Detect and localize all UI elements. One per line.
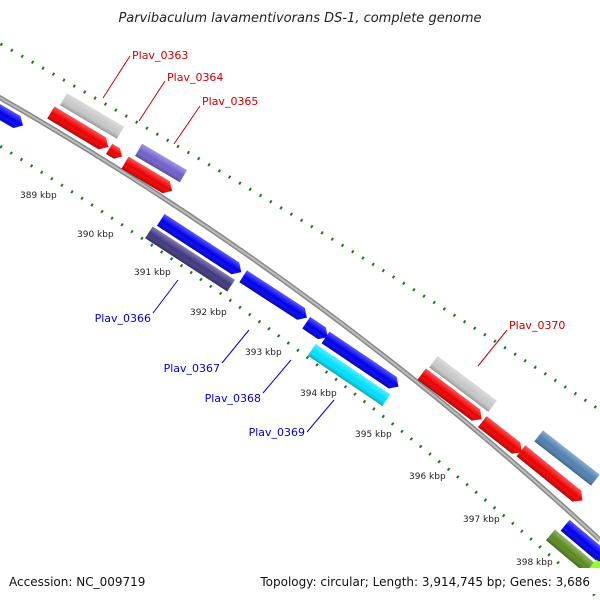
gene-blue-left <box>0 103 23 129</box>
tick-label: 392 kbp <box>190 308 227 318</box>
gene-blue-0366 <box>156 213 242 275</box>
tick-label: 390 kbp <box>77 230 114 240</box>
gene-cyan <box>307 344 391 406</box>
gene-label-reverse: Plav_0368 <box>205 392 261 405</box>
forward-arrow-genes <box>47 106 583 502</box>
reverse-arrow-genes <box>0 103 600 587</box>
forward-genes <box>60 93 600 486</box>
tick-label: 391 kbp <box>134 268 171 278</box>
gene-label-reverse: Plav_0367 <box>164 362 220 375</box>
topology-summary-text: Topology: circular; Length: 3,914,745 bp… <box>259 575 590 589</box>
leader-0367 <box>221 329 250 364</box>
leader-0370 <box>477 329 508 367</box>
footer-backdrop <box>0 568 600 594</box>
gene-label-forward: Plav_0364 <box>167 71 223 84</box>
tick-rings <box>0 41 600 600</box>
gene-label-forward: Plav_0363 <box>132 49 188 62</box>
tick-label: 398 kbp <box>516 558 553 568</box>
tick-label: 393 kbp <box>245 348 282 358</box>
gene-blue-0368 <box>302 316 328 340</box>
outer-tick-ring <box>0 41 600 412</box>
tick-label: 396 kbp <box>409 472 446 482</box>
gene-grey-0363 <box>60 93 124 139</box>
leader-0363 <box>102 55 131 99</box>
gene-steel <box>534 430 600 486</box>
tick-label: 395 kbp <box>355 430 392 440</box>
gene-slate-0365 <box>135 143 187 183</box>
gene-labels: Plav_0363 Plav_0364 Plav_0365 Plav_0370 … <box>95 49 566 439</box>
gene-grey-0370 <box>429 356 497 412</box>
gene-red-0370b <box>477 416 522 454</box>
gene-label-forward: Plav_0370 <box>509 319 565 332</box>
tick-label: 389 kbp <box>20 191 57 201</box>
backbone <box>0 94 600 542</box>
gene-red-0365 <box>121 156 173 194</box>
gene-red-0364 <box>106 143 123 159</box>
gene-red-0370c <box>516 445 583 502</box>
leader-0365 <box>173 105 201 145</box>
gene-blue-right <box>560 519 600 562</box>
gene-blue-0367 <box>239 270 307 320</box>
inner-tick-ring <box>0 144 600 600</box>
map-title: Parvibaculum lavamentivorans DS-1, compl… <box>118 11 481 26</box>
leader-0366 <box>152 279 179 314</box>
accession-text: Accession: NC_009719 <box>9 575 145 589</box>
gene-label-forward: Plav_0365 <box>202 95 258 108</box>
leader-0368 <box>262 359 292 394</box>
tick-label: 397 kbp <box>463 515 500 525</box>
gene-blue-0369 <box>321 331 399 389</box>
gene-red-0370a <box>417 368 482 421</box>
tick-labels: 389 kbp 390 kbp 391 kbp 392 kbp 393 kbp … <box>20 191 553 568</box>
gene-label-reverse: Plav_0369 <box>249 426 305 439</box>
leader-0364 <box>138 80 166 122</box>
gene-label-reverse: Plav_0366 <box>95 312 151 325</box>
gene-navy <box>145 226 235 292</box>
label-leaders <box>102 55 508 433</box>
gene-red-0363 <box>47 106 109 150</box>
leader-0369 <box>306 399 335 433</box>
tick-label: 394 kbp <box>300 389 337 399</box>
